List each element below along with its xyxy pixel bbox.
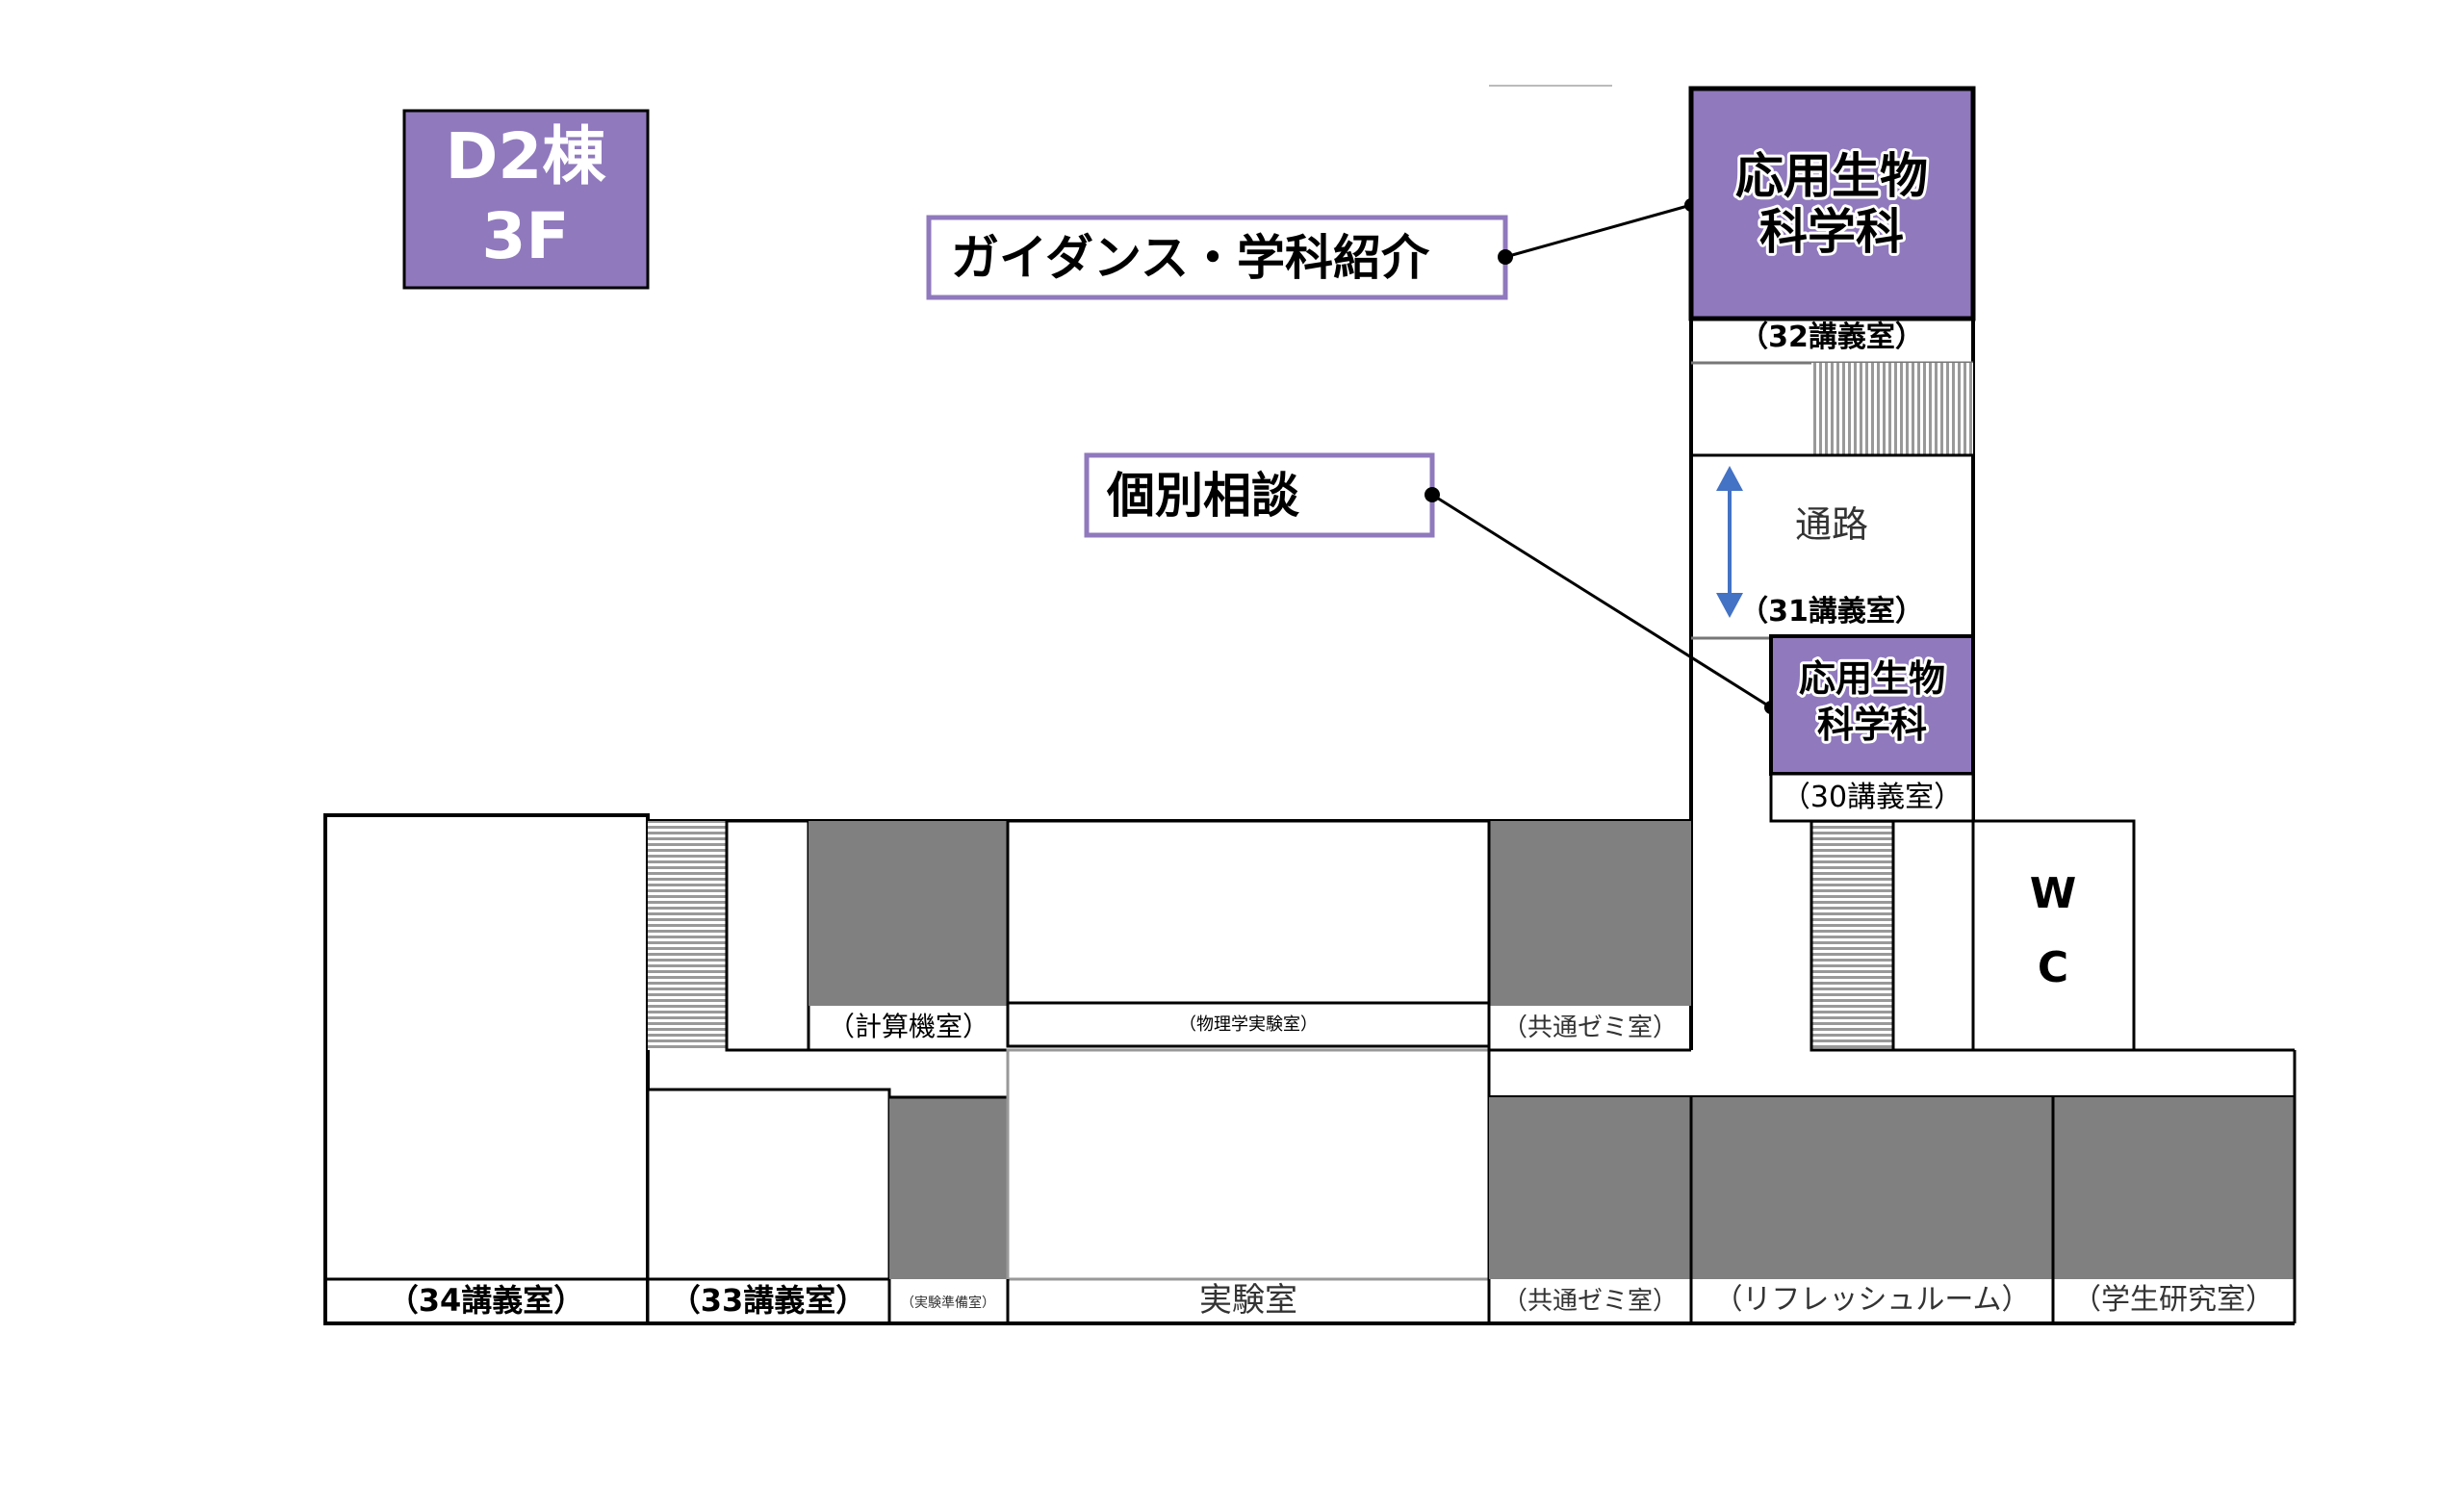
- room-32-highlight: [1688, 86, 1976, 321]
- room-student-label: （学生研究室）: [2072, 1283, 2274, 1317]
- room-seminar-upper: [1489, 821, 1691, 1006]
- corridor-arrow-icon: [1716, 466, 1743, 618]
- stairs-upper: [1811, 363, 1973, 455]
- room-computer: [808, 821, 1008, 1006]
- room-30-label: （30講義室）: [1782, 781, 1963, 814]
- room-33-label: （33講義室）: [670, 1282, 867, 1319]
- callout-guidance-label: ガイダンス・学科紹介: [951, 230, 1430, 286]
- room-refresh: [1691, 1097, 2053, 1279]
- room-34-label: （34講義室）: [388, 1282, 585, 1319]
- dept-name: 応用生物: [1799, 657, 1945, 700]
- stairs-left: [648, 821, 727, 1050]
- room-33: [646, 1088, 891, 1325]
- room-refresh-label: （リフレッシュルーム）: [1713, 1283, 2030, 1317]
- building-label: D2棟 3F: [402, 109, 650, 290]
- room-physics-label: （物理学実験室）: [1179, 1014, 1318, 1035]
- room-34: [323, 813, 650, 1325]
- room-seminar-upper-label: （共通ゼミ室）: [1502, 1013, 1678, 1042]
- lower-wing: [323, 813, 2297, 1325]
- callout-consultation: 個別相談: [1084, 452, 1778, 714]
- callout-guidance: ガイダンス・学科紹介: [926, 198, 1698, 300]
- room-prep: [889, 1097, 1008, 1279]
- room-lab-label: 実験室: [1199, 1281, 1297, 1320]
- corridor-label: 通路: [1795, 503, 1868, 546]
- room-32-label: （32講義室）: [1739, 321, 1924, 354]
- stairs-right: [1810, 819, 1895, 1052]
- room-30-highlight: [1769, 634, 1975, 776]
- room-computer-label: （計算機室）: [828, 1011, 989, 1042]
- room-seminar-lower-label: （共通ゼミ室）: [1502, 1287, 1678, 1316]
- room-student: [2053, 1097, 2295, 1279]
- room-seminar-lower: [1489, 1097, 1691, 1279]
- wc-label: C: [2038, 943, 2068, 992]
- room-wc: [1971, 819, 2136, 1052]
- dept-name: 応用生物: [1735, 148, 1928, 204]
- floor-number: 3F: [481, 199, 569, 273]
- dept-name: 科学科: [1759, 204, 1904, 260]
- callout-consultation-label: 個別相談: [1106, 468, 1299, 524]
- room-31-label: （31講義室）: [1739, 595, 1924, 629]
- wc-label: W: [2030, 869, 2077, 918]
- room-prep-label: （実験準備室）: [901, 1295, 995, 1311]
- tower: [1688, 86, 1976, 1050]
- dept-name: 科学科: [1817, 704, 1927, 746]
- building-name: D2棟: [446, 119, 607, 193]
